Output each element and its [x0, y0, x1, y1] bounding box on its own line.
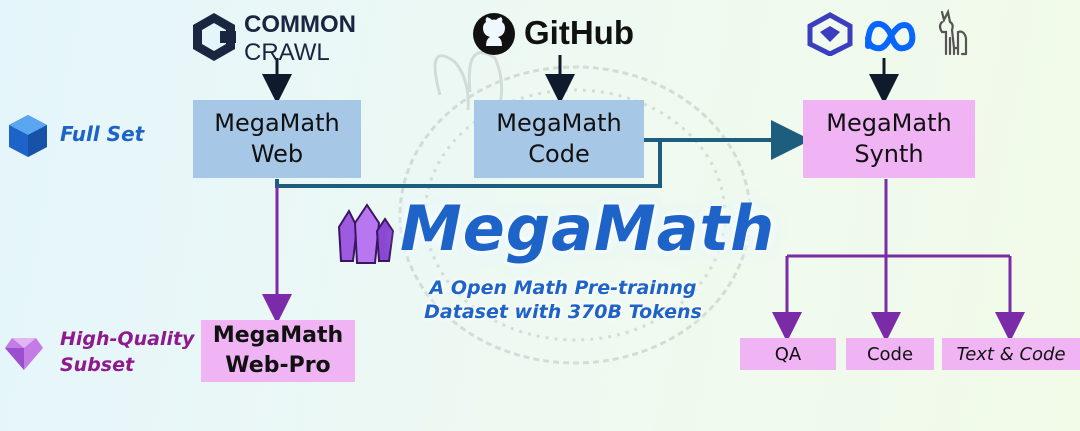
llm-logos	[806, 8, 986, 58]
tier-label-high-quality-subset: High-Quality Subset	[60, 328, 195, 376]
diagram-subtitle: A Open Math Pre-trainng Dataset with 370…	[424, 277, 702, 323]
common-crawl-line2: CRAWL	[244, 39, 330, 66]
common-crawl-logo: COMMON CRAWL	[190, 9, 370, 66]
node-output-text-code: Text & Code	[942, 338, 1080, 370]
github-octocat-icon	[473, 13, 515, 55]
node-megamath-web: MegaMath Web	[193, 100, 361, 178]
crystal-icon	[337, 203, 395, 264]
node-output-code: Code	[846, 338, 934, 370]
meta-logo	[865, 20, 916, 52]
github-logo: GitHub	[472, 10, 652, 58]
diagram-title: MegaMath	[400, 192, 776, 265]
node-megamath-web-pro: MegaMath Web-Pro	[201, 320, 355, 382]
node-megamath-synth: MegaMath Synth	[803, 100, 975, 178]
cube-icon	[9, 115, 47, 157]
wire-web-to-synth	[275, 140, 662, 188]
qwen-logo	[807, 12, 853, 56]
llama-logo	[938, 8, 968, 56]
node-megamath-code: MegaMath Code	[474, 100, 644, 178]
tier-label-full-set: Full Set	[60, 122, 145, 146]
common-crawl-line1: COMMON	[244, 11, 356, 38]
common-crawl-icon	[193, 13, 236, 61]
gem-icon	[5, 338, 43, 370]
github-label: GitHub	[524, 14, 634, 51]
node-output-qa: QA	[740, 338, 836, 370]
